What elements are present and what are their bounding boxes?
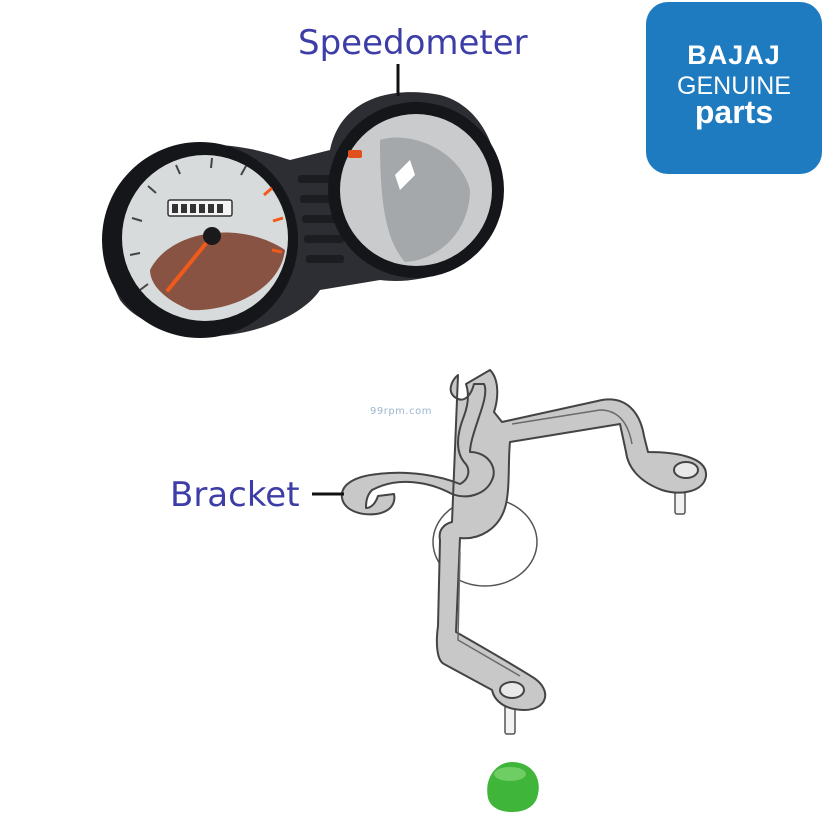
bracket-hole-bottom <box>499 681 525 699</box>
speedo-needle <box>166 234 214 292</box>
bajaj-emblem <box>395 160 415 190</box>
bracket-part <box>312 369 708 735</box>
cap-highlight <box>494 767 526 781</box>
watermark: 99rpm.com <box>370 406 432 417</box>
bracket-label: Bracket <box>170 475 300 515</box>
bajaj-genuine-parts-logo: BAJAJ GENUINE parts <box>646 2 822 174</box>
logo-brand: BAJAJ <box>687 40 781 70</box>
rubber-cap <box>487 762 539 812</box>
speedometer-cluster <box>102 64 504 338</box>
speedometer-label: Speedometer <box>298 23 528 63</box>
speedo-ticks <box>129 157 247 291</box>
indicator-light <box>348 150 362 158</box>
speedo-reflection <box>150 232 285 311</box>
speedo-redline-ticks <box>263 186 284 254</box>
bracket-channel-upper <box>511 409 633 445</box>
bracket-body <box>340 369 708 711</box>
bracket-hole-right <box>673 461 699 479</box>
bracket-channel-lower <box>457 551 521 677</box>
odometer-digits <box>172 204 223 213</box>
needle-hub <box>203 227 221 245</box>
logo-genuine: GENUINE <box>677 72 791 100</box>
logo-parts: parts <box>694 94 774 130</box>
